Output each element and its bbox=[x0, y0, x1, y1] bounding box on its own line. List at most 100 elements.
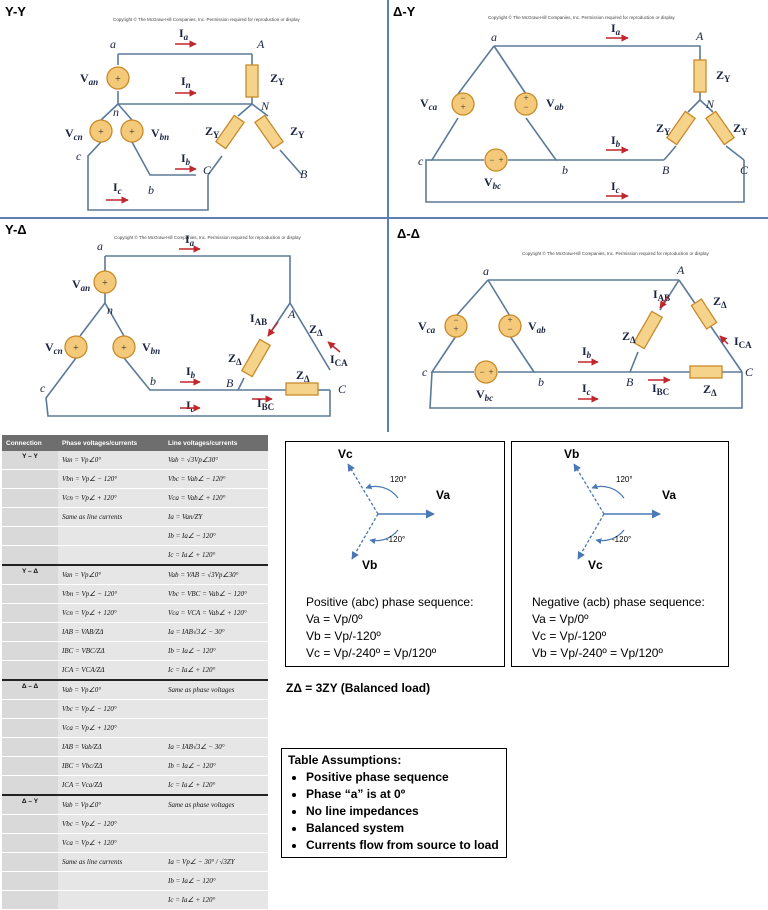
svg-text:ZΔ: ZΔ bbox=[622, 329, 636, 345]
panel-title-yy: Y-Y bbox=[5, 4, 26, 19]
positive-title: Positive (abc) phase sequence: bbox=[306, 595, 474, 609]
table-cell-line: Ib = Ia∠ − 120° bbox=[164, 526, 268, 546]
connection-table: Connection Phase voltages/currents Line … bbox=[2, 435, 268, 910]
positive-eq3: Vc = Vp/-240º = Vp/120º bbox=[306, 646, 437, 660]
positive-angle-neg120: -120° bbox=[386, 535, 406, 544]
table-cell-connection bbox=[2, 622, 58, 642]
table-cell-line bbox=[164, 718, 268, 738]
positive-angle-120: 120° bbox=[390, 475, 407, 484]
table-cell-phase: Vab = Vp∠0° bbox=[58, 794, 164, 815]
svg-text:−: − bbox=[489, 155, 494, 165]
table-cell-connection bbox=[2, 526, 58, 546]
table-row: Vca = Vp∠ + 120° bbox=[2, 833, 268, 853]
vertical-divider bbox=[387, 0, 389, 432]
table-cell-phase: IBC = VBC/ZΔ bbox=[58, 641, 164, 661]
table-cell-phase: IAB = Vab/ZΔ bbox=[58, 737, 164, 757]
svg-text:ZY: ZY bbox=[716, 68, 731, 84]
svg-text:Ib: Ib bbox=[611, 133, 621, 149]
svg-text:b: b bbox=[538, 375, 544, 389]
svg-text:ZΔ: ZΔ bbox=[296, 368, 310, 384]
svg-text:Vcn: Vcn bbox=[45, 340, 63, 356]
svg-text:IBC: IBC bbox=[652, 381, 669, 397]
table-cell-line: Ia = Van/ZY bbox=[164, 507, 268, 527]
svg-text:Van: Van bbox=[80, 71, 98, 87]
svg-text:B: B bbox=[626, 375, 634, 389]
svg-text:C: C bbox=[745, 365, 754, 379]
svg-text:Ib: Ib bbox=[582, 344, 592, 360]
svg-text:a: a bbox=[110, 37, 116, 51]
svg-text:n: n bbox=[113, 105, 119, 119]
svg-text:A: A bbox=[287, 307, 296, 321]
svg-text:a: a bbox=[491, 30, 497, 44]
svg-text:+: + bbox=[498, 155, 503, 165]
table-row: Ib = Ia∠ − 120° bbox=[2, 526, 268, 546]
svg-text:B: B bbox=[662, 163, 670, 177]
svg-text:Ia: Ia bbox=[185, 232, 195, 248]
svg-text:A: A bbox=[676, 263, 685, 277]
positive-vb-label: Vb bbox=[362, 558, 378, 572]
table-cell-phase bbox=[58, 526, 164, 546]
svg-text:+: + bbox=[73, 343, 79, 354]
assumptions-list: Positive phase sequence Phase “a” is at … bbox=[288, 769, 500, 854]
table-cell-connection bbox=[2, 488, 58, 508]
svg-text:Van: Van bbox=[72, 277, 90, 293]
table-cell-phase: Vcn = Vp∠ + 120° bbox=[58, 603, 164, 623]
copyright-yd: Copyright © The McGraw-Hill Companies, I… bbox=[114, 235, 301, 240]
table-cell-phase: Vbc = Vp∠ − 120° bbox=[58, 699, 164, 719]
svg-text:B: B bbox=[226, 376, 234, 390]
table-cell-connection: Y – Y bbox=[2, 451, 58, 470]
svg-text:Vbn: Vbn bbox=[142, 340, 160, 356]
assumption-item: Balanced system bbox=[306, 820, 500, 837]
table-row: Ib = Ia∠ − 120° bbox=[2, 871, 268, 891]
table-cell-connection: Δ – Δ bbox=[2, 679, 58, 700]
table-cell-connection bbox=[2, 775, 58, 796]
table-cell-phase: Vab = Vp∠0° bbox=[58, 679, 164, 700]
table-cell-line bbox=[164, 699, 268, 719]
svg-text:Ib: Ib bbox=[186, 364, 196, 380]
table-cell-phase bbox=[58, 871, 164, 891]
copyright-dy: Copyright © The McGraw-Hill Companies, I… bbox=[488, 15, 675, 20]
table-cell-phase: Van = Vp∠0° bbox=[58, 451, 164, 470]
table-row: Ic = Ia∠ + 120° bbox=[2, 890, 268, 910]
svg-text:Vcn: Vcn bbox=[65, 126, 83, 142]
negative-angle-neg120: -120° bbox=[612, 535, 632, 544]
svg-text:a: a bbox=[97, 239, 103, 253]
table-cell-connection bbox=[2, 852, 58, 872]
table-header-connection: Connection bbox=[2, 435, 58, 451]
table-row: Vbn = Vp∠ − 120°Vbc = VBC = Vab∠ − 120° bbox=[2, 584, 268, 604]
table-cell-phase: ICA = VCA/ZΔ bbox=[58, 660, 164, 681]
table-cell-line: Vab = VAB = √3Vp∠30° bbox=[164, 564, 268, 585]
svg-text:Ic: Ic bbox=[582, 381, 591, 397]
svg-text:Ia: Ia bbox=[611, 21, 621, 37]
table-cell-line bbox=[164, 814, 268, 834]
table-cell-phase: Vcn = Vp∠ + 120° bbox=[58, 488, 164, 508]
table-row: Vca = Vp∠ + 120° bbox=[2, 718, 268, 738]
table-cell-connection bbox=[2, 641, 58, 661]
table-cell-connection bbox=[2, 737, 58, 757]
table-cell-connection bbox=[2, 833, 58, 853]
svg-text:a: a bbox=[483, 264, 489, 278]
svg-text:b: b bbox=[562, 163, 568, 177]
svg-text:c: c bbox=[40, 381, 46, 395]
svg-text:C: C bbox=[740, 163, 749, 177]
svg-text:+: + bbox=[115, 74, 121, 85]
table-cell-connection: Δ – Y bbox=[2, 794, 58, 815]
table-cell-line: Ia = Vp∠ − 30° / √3ZY bbox=[164, 852, 268, 872]
svg-text:ZΔ: ZΔ bbox=[228, 351, 242, 367]
table-cell-connection bbox=[2, 584, 58, 604]
svg-text:n: n bbox=[107, 303, 113, 317]
svg-text:Ic: Ic bbox=[186, 398, 195, 414]
table-cell-phase: Same as line currents bbox=[58, 507, 164, 527]
table-cell-line: Vca = Vab∠ + 120° bbox=[164, 488, 268, 508]
negative-eq1: Va = Vp/0º bbox=[532, 612, 589, 626]
svg-text:ZY: ZY bbox=[290, 124, 305, 140]
table-cell-phase: IAB = VAB/ZΔ bbox=[58, 622, 164, 642]
svg-text:ZY: ZY bbox=[656, 121, 671, 137]
copyright-yy: Copyright © The McGraw-Hill Companies, I… bbox=[113, 17, 300, 22]
positive-eq1: Va = Vp/0º bbox=[306, 612, 363, 626]
